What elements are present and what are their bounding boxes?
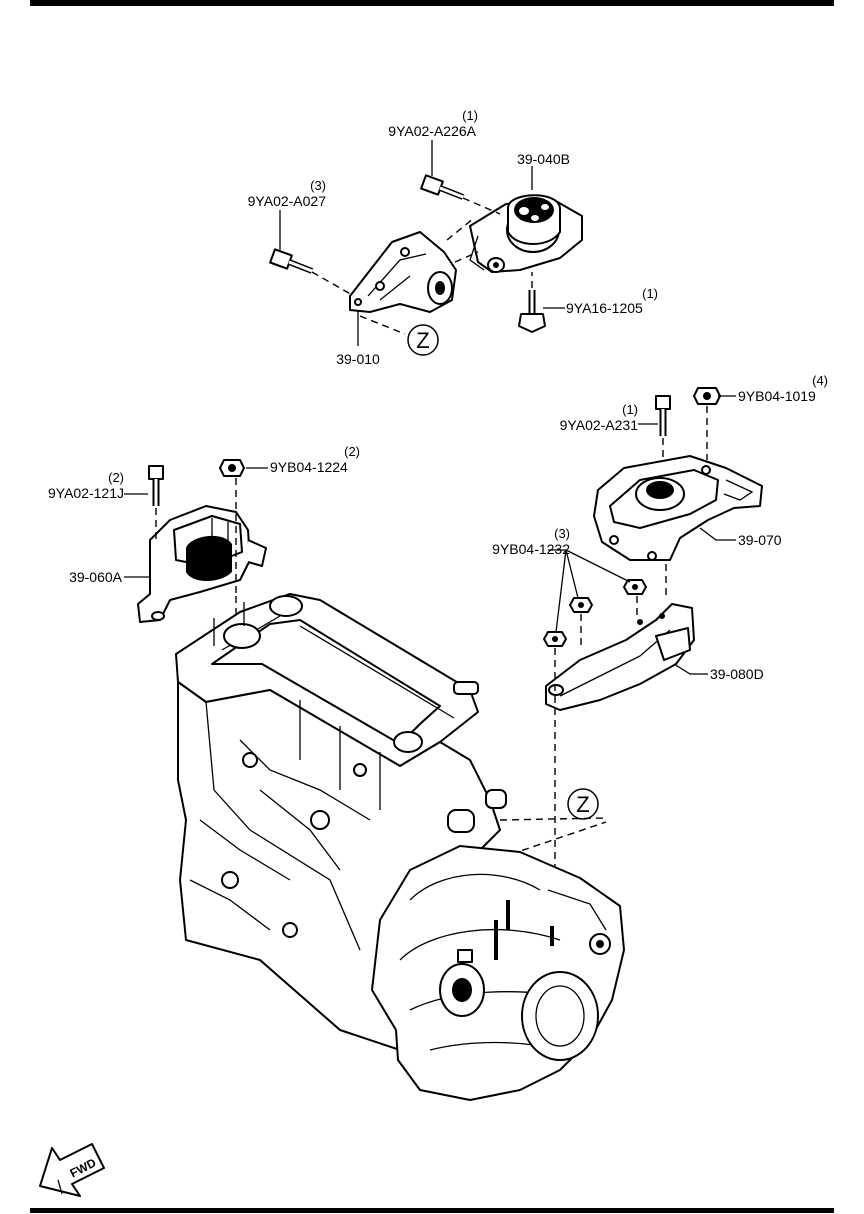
top-border (30, 0, 834, 6)
qty-c4: (1) (642, 286, 658, 301)
ref-mark-z-bottom: Z (567, 788, 599, 820)
leader-9yb04-1232-b (565, 549, 579, 599)
qty-c8: (2) (344, 444, 360, 459)
svg-text:Z: Z (416, 328, 429, 353)
dash-z-bottom-2 (487, 821, 607, 863)
part-c3: 9YA02-A027 (248, 193, 327, 209)
bolt-9ya02-a231 (655, 395, 671, 436)
mount-39-040b (469, 194, 583, 273)
qty-c11: (3) (554, 526, 570, 541)
leader-9yb04-1232-c (565, 549, 631, 583)
part-c1: 9YA02-A226A (388, 123, 476, 139)
nuts-9yb04-1232 (543, 579, 647, 647)
part-c4: 9YA16-1205 (566, 300, 643, 316)
ref-mark-z-top: Z (407, 324, 439, 356)
leader-39-080d (673, 663, 708, 675)
leader-9yb04-1232-a (548, 549, 567, 633)
bottom-border (30, 1208, 834, 1213)
bolt-9ya02-121j (148, 465, 164, 506)
dash-top-4 (454, 251, 479, 263)
nut-9yb04-1019 (693, 387, 721, 405)
bracket-39-080d (545, 603, 695, 711)
part-c13: 39-080D (710, 666, 764, 682)
transaxle (371, 845, 625, 1101)
qty-c6: (4) (812, 373, 828, 388)
part-c5: 39-010 (336, 351, 380, 367)
fwd-arrow-icon: FWD (39, 1143, 105, 1197)
mount-39-060a (137, 505, 267, 623)
part-c6: 9YB04-1019 (738, 388, 816, 404)
dash-top-z (359, 315, 406, 335)
mount-39-070 (593, 455, 763, 561)
qty-c1: (1) (462, 108, 478, 123)
nut-9yb04-1224 (219, 459, 245, 477)
qty-c3: (3) (310, 178, 326, 193)
dash-top-1 (462, 197, 501, 215)
bracket-39-010 (349, 231, 457, 313)
part-c8: 9YB04-1224 (270, 459, 348, 475)
part-c9: 9YA02-121J (48, 485, 124, 501)
qty-c7: (1) (622, 402, 638, 417)
part-c7: 9YA02-A231 (560, 417, 639, 433)
svg-text:Z: Z (576, 792, 589, 817)
dash-top-3 (446, 217, 475, 241)
part-c11: 9YB04-1232 (492, 541, 570, 557)
dash-z-bottom (499, 817, 607, 821)
part-c10: 39-070 (738, 532, 782, 548)
part-c2: 39-040B (517, 151, 570, 167)
dash-top-2 (311, 271, 355, 297)
leader-39-070 (699, 527, 736, 541)
bolt-9ya16-1205 (518, 290, 546, 333)
bolt-9ya02-a226a (420, 174, 465, 200)
part-c12: 39-060A (69, 569, 123, 585)
qty-c9: (2) (108, 470, 124, 485)
bolt-9ya02-a027 (269, 248, 314, 274)
